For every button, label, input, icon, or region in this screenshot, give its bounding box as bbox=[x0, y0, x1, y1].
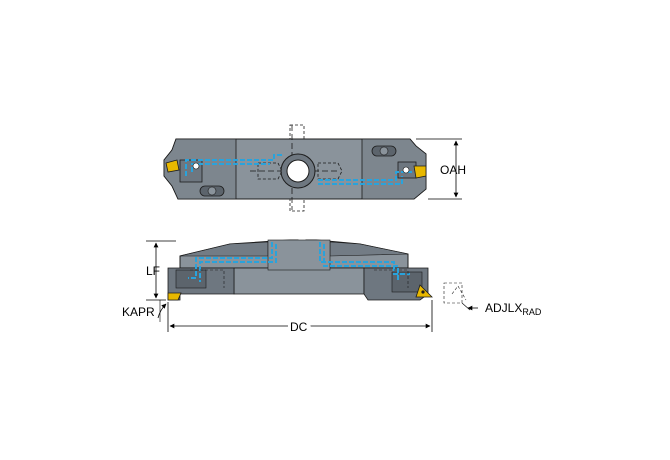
insert-left-top bbox=[165, 159, 180, 173]
lf-dimension: LF bbox=[146, 240, 176, 301]
front-view bbox=[167, 239, 467, 304]
lf-label: LF bbox=[146, 264, 160, 278]
kapr-label: KAPR bbox=[122, 305, 155, 319]
oah-dimension: OAH bbox=[416, 138, 466, 200]
adjlx-dimension: ADJLXRAD bbox=[461, 301, 542, 317]
dc-label: DC bbox=[290, 320, 308, 334]
dc-dimension: DC bbox=[167, 300, 433, 337]
adjlx-detail bbox=[443, 282, 467, 304]
insert-left-front bbox=[167, 292, 182, 301]
insert-right-top bbox=[413, 165, 427, 179]
oah-label: OAH bbox=[440, 163, 466, 177]
kapr-dimension: KAPR bbox=[122, 300, 167, 322]
adjlx-subscript: RAD bbox=[522, 307, 542, 317]
adjlx-label: ADJLX bbox=[485, 301, 522, 315]
svg-text:ADJLXRAD: ADJLXRAD bbox=[485, 301, 542, 317]
top-view bbox=[163, 124, 427, 212]
